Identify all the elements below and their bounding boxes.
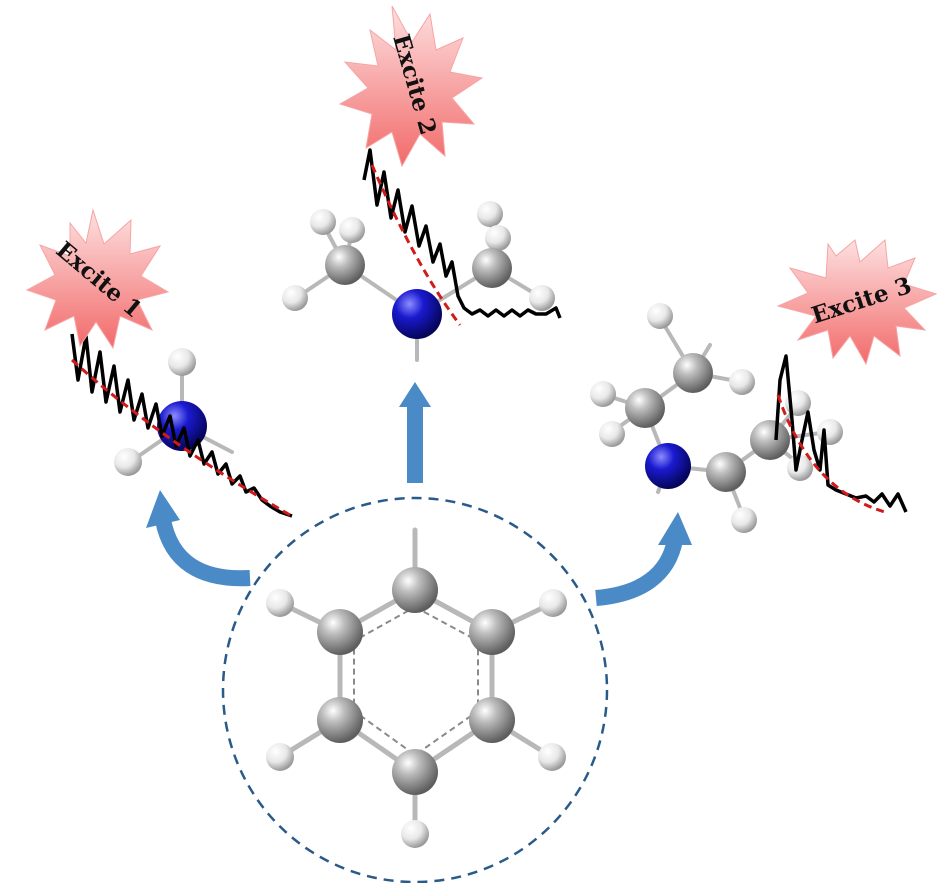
hydrogen-atom (168, 348, 196, 376)
hydrogen-atom (266, 589, 294, 617)
arrow-up-icon (399, 382, 431, 483)
aromatic-ring (353, 605, 479, 757)
carbon-atom (469, 609, 515, 655)
starburst-excite-2: Excite 2 (338, 5, 484, 168)
hydrogen-atom (729, 369, 755, 395)
decay-signal-right (774, 354, 908, 514)
carbon-atom (317, 609, 363, 655)
nitrogen-atom (392, 289, 442, 339)
carbon-atom (706, 452, 746, 492)
carbon-atom (317, 697, 363, 743)
curved-arrow-left-icon (146, 490, 251, 587)
starburst-excite-3: Excite 3 (776, 238, 938, 366)
hydrogen-atom (114, 448, 142, 476)
starburst-excite-1: Excite 1 (25, 208, 170, 350)
amine-molecule-center (282, 201, 555, 362)
hydrogen-atom (787, 455, 813, 481)
hydrogen-atom (266, 743, 294, 771)
hydrogen-atom (485, 225, 511, 251)
decay-signal-left (70, 333, 293, 518)
nitrogen-atom (645, 443, 691, 489)
carbon-atom (472, 248, 512, 288)
hydrogen-atom (477, 201, 503, 227)
carbon-atom (673, 353, 713, 393)
nitrogen-atom (157, 401, 207, 451)
hydrogen-atom (539, 589, 567, 617)
amine-molecule-right (590, 303, 843, 533)
hydrogen-atom (282, 285, 308, 311)
carbon-atom (325, 245, 365, 285)
hydrogen-atom (339, 217, 365, 243)
carbon-atom (392, 749, 438, 795)
hydrogen-atom (310, 209, 336, 235)
curved-arrow-right-icon (595, 512, 692, 606)
hydrogen-atom (647, 303, 673, 329)
hydrogen-atom (401, 820, 429, 848)
carbon-atom (469, 697, 515, 743)
hydrogen-atom (817, 419, 843, 445)
decay-signal-center (362, 148, 562, 326)
hydrogen-atom (590, 381, 616, 407)
hydrogen-atom (538, 743, 566, 771)
carbon-atom (625, 388, 665, 428)
carbon-atom (392, 567, 438, 613)
hydrogen-atom (731, 507, 757, 533)
benzene-group (221, 496, 609, 883)
carbon-atom (750, 420, 790, 460)
amine-molecule-left (114, 348, 234, 476)
hydrogen-atom (599, 421, 625, 447)
dashed-circle (221, 496, 609, 883)
hydrogen-atom (529, 285, 555, 311)
